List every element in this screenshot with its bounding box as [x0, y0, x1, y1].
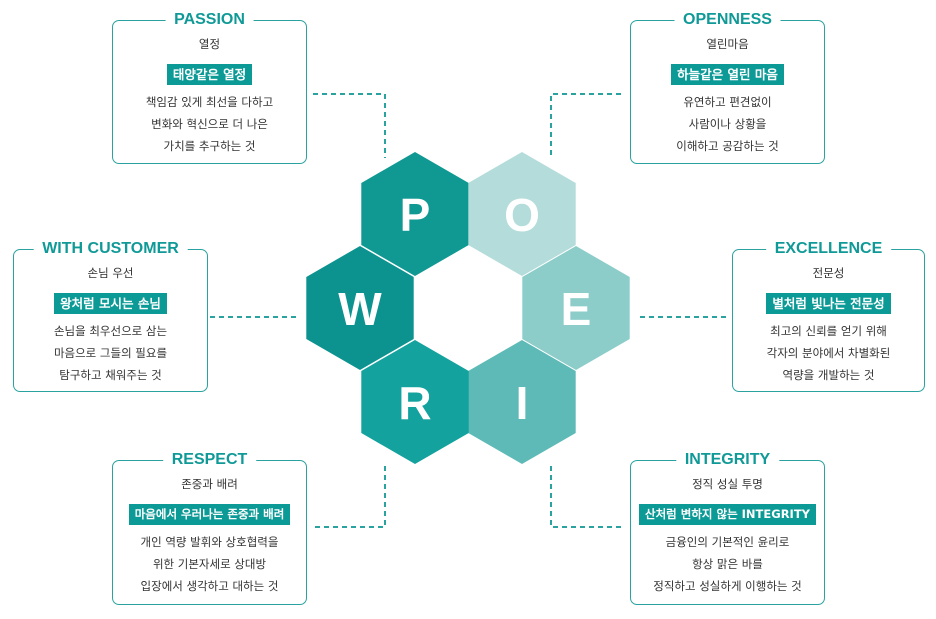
integrity-title: INTEGRITY — [675, 449, 780, 471]
excellence-line: 최고의 신뢰를 얻기 위해 — [770, 324, 887, 338]
respect-line: 위한 기본자세로 상대방 — [152, 557, 267, 571]
excellence-tag: 별처럼 빛나는 전문성 — [766, 293, 891, 314]
integrity-tag: 산처럼 변하지 않는 INTEGRITY — [639, 504, 816, 525]
connector-openness — [550, 93, 621, 158]
passion-title: PASSION — [165, 9, 254, 31]
respect-card: RESPECT 존중과 배려 마음에서 우러나는 존중과 배려 개인 역량 발휘… — [112, 449, 307, 605]
hexagon-letter-p: P — [400, 189, 431, 241]
connector-integrity — [550, 466, 621, 528]
excellence-card: EXCELLENCE 전문성 별처럼 빛나는 전문성 최고의 신뢰를 얻기 위해… — [732, 238, 925, 392]
hexagon-o — [468, 152, 576, 276]
hexagon-i — [468, 340, 576, 464]
respect-line: 개인 역량 발휘와 상호협력을 — [140, 535, 279, 549]
connector-respect — [313, 466, 386, 528]
hexagon-r — [361, 340, 469, 464]
integrity-line: 정직하고 성실하게 이행하는 것 — [653, 579, 802, 593]
excellence-line: 각자의 분야에서 차별화된 — [766, 346, 891, 360]
passion-line: 변화와 혁신으로 더 나은 — [151, 117, 268, 131]
hexagon-letter-i: I — [516, 377, 529, 429]
integrity-line: 항상 맑은 바를 — [692, 557, 763, 571]
connector-passion — [313, 93, 386, 158]
openness-subtitle: 열린마음 — [706, 37, 749, 51]
hexagon-letter-o: O — [504, 189, 540, 241]
passion-line: 가치를 추구하는 것 — [163, 139, 256, 153]
hexagon-letter-e: E — [561, 283, 592, 335]
with-customer-tag: 왕처럼 모시는 손님 — [54, 293, 167, 314]
passion-subtitle: 열정 — [198, 37, 221, 51]
hexagon-p — [361, 152, 469, 276]
respect-title: RESPECT — [162, 449, 257, 471]
openness-line: 이해하고 공감하는 것 — [676, 139, 779, 153]
excellence-subtitle: 전문성 — [812, 266, 845, 280]
respect-subtitle: 존중과 배려 — [181, 477, 238, 491]
openness-line: 사람이나 상황을 — [688, 117, 767, 131]
passion-card: PASSION 열정 태양같은 열정 책임감 있게 최선을 다하고 변화와 혁신… — [112, 9, 307, 164]
with-customer-subtitle: 손님 우선 — [87, 266, 134, 280]
passion-line: 책임감 있게 최선을 다하고 — [145, 95, 274, 109]
openness-tag: 하늘같은 열린 마음 — [671, 64, 784, 85]
passion-tag: 태양같은 열정 — [166, 64, 253, 85]
with-customer-line: 손님을 최우선으로 삼는 — [53, 324, 168, 338]
openness-title: OPENNESS — [674, 9, 781, 31]
with-customer-line: 마음으로 그들의 필요를 — [53, 346, 168, 360]
hexagon-letter-w: W — [338, 283, 382, 335]
excellence-line: 역량을 개발하는 것 — [782, 368, 875, 382]
hexagon-letter-r: R — [398, 377, 431, 429]
integrity-line: 금융인의 기본적인 윤리로 — [665, 535, 790, 549]
respect-tag: 마음에서 우러나는 존중과 배려 — [128, 504, 291, 525]
hexagon-cluster: P OEI RW — [306, 152, 630, 464]
openness-card: OPENNESS 열린마음 하늘같은 열린 마음 유연하고 편견없이 사람이나 … — [630, 9, 825, 164]
hexagon-e — [522, 246, 630, 370]
integrity-subtitle: 정직 성실 투명 — [692, 477, 763, 491]
hexagon-w — [306, 246, 414, 370]
integrity-card: INTEGRITY 정직 성실 투명 산처럼 변하지 않는 INTEGRITY … — [630, 449, 825, 605]
with-customer-title: WITH CUSTOMER — [33, 238, 188, 260]
excellence-title: EXCELLENCE — [765, 238, 892, 260]
with-customer-line: 탐구하고 채워주는 것 — [59, 368, 162, 382]
openness-line: 유연하고 편견없이 — [683, 95, 772, 109]
with-customer-card: WITH CUSTOMER 손님 우선 왕처럼 모시는 손님 손님을 최우선으로… — [13, 238, 208, 392]
respect-line: 입장에서 생각하고 대하는 것 — [140, 579, 279, 593]
